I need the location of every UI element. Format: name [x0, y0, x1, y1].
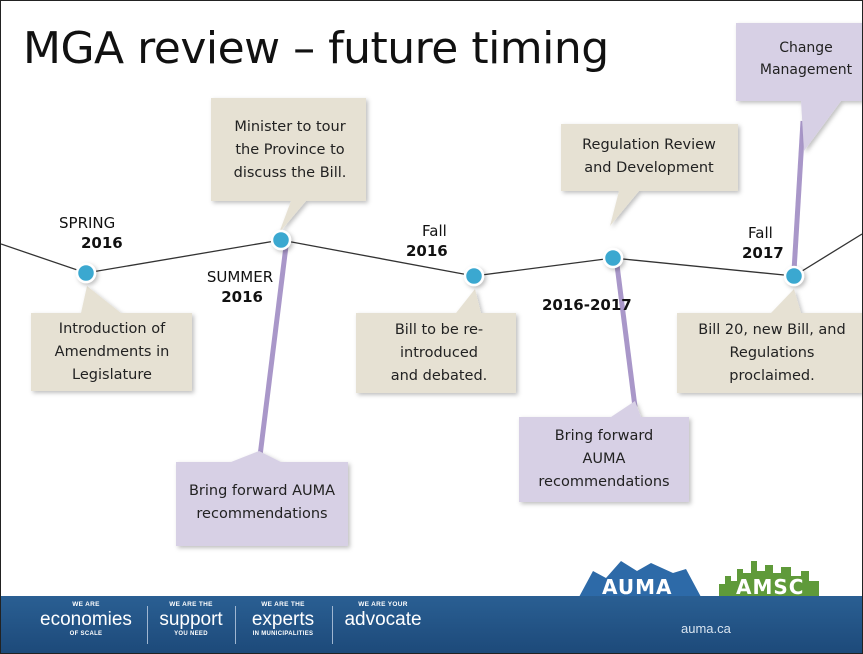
- milestone-season: SUMMER: [206, 268, 274, 286]
- milestone-label-summer-2016: SUMMER 2016: [195, 267, 285, 307]
- callout-bill-20: Bill 20, new Bill, and Regulations procl…: [698, 321, 846, 384]
- footer-item-main: economies: [40, 609, 132, 630]
- callout-shape-bill-20: [677, 289, 862, 393]
- footer-separator: [235, 606, 236, 644]
- milestone-year: 2016: [221, 288, 263, 306]
- footer-item-economies: WE ARE economies OF SCALE: [31, 600, 141, 638]
- footer-banner: WE ARE economies OF SCALE WE ARE THE sup…: [1, 596, 862, 653]
- footer-item-top: WE ARE THE: [169, 601, 213, 608]
- milestone-label-fall-2016: Fall 2016: [406, 221, 466, 261]
- milestone-dot-2016-2017: [602, 247, 624, 269]
- connector-line-2016-2017: [614, 264, 638, 408]
- milestone-year: 2016: [81, 234, 123, 252]
- callout-shape-minister: [211, 98, 366, 233]
- footer-item-advocate: WE ARE YOUR advocate: [337, 600, 429, 630]
- callout-bring-forward-1: Bring forward AUMA recommendations: [188, 483, 336, 522]
- auma-logo: AUMA: [602, 575, 672, 599]
- milestone-season: SPRING: [59, 214, 116, 232]
- callout-minister-tour: Minister to tour the Province to discuss…: [233, 118, 347, 181]
- footer-item-top: WE ARE YOUR: [358, 601, 408, 608]
- milestone-dot-spring-2016: [75, 262, 97, 284]
- connector-line-summer: [256, 245, 289, 465]
- milestone-year: 2017: [742, 244, 784, 262]
- footer-item-bottom: OF SCALE: [69, 631, 103, 637]
- milestone-dot-fall-2016: [463, 265, 485, 287]
- callout-shape-introduction: [31, 286, 192, 391]
- footer-item-main: support: [159, 609, 223, 630]
- amsc-logo-skyline: [719, 561, 819, 597]
- callout-shape-bring-forward-2: [519, 401, 689, 502]
- footer-item-main: advocate: [344, 609, 422, 630]
- callout-shape-bring-forward-1: [176, 451, 348, 546]
- footer-item-bottom: IN MUNICIPALITIES: [252, 631, 314, 637]
- footer-item-experts: WE ARE THE experts IN MUNICIPALITIES: [239, 600, 327, 638]
- milestone-season: Fall: [422, 222, 447, 240]
- footer-separator: [147, 606, 148, 644]
- footer-item-support: WE ARE THE support YOU NEED: [151, 600, 231, 638]
- callout-regulation-review: Regulation Review and Development: [582, 137, 716, 176]
- milestone-year: 2016: [406, 242, 448, 260]
- connector-line-fall-2017: [791, 120, 806, 272]
- callout-change-management: Change Management: [759, 40, 853, 78]
- milestone-label-2016-2017: 2016-2017: [542, 295, 632, 315]
- footer-item-bottom: YOU NEED: [174, 631, 208, 637]
- slide-title: MGA review – future timing: [23, 23, 609, 74]
- callout-bring-forward-2: Bring forward AUMA recommendations: [538, 427, 670, 490]
- footer-item-main: experts: [251, 609, 315, 630]
- footer-item-top: WE ARE THE: [261, 601, 305, 608]
- callout-shape-regulation: [561, 124, 738, 226]
- milestone-year: 2016-2017: [542, 296, 632, 314]
- callout-shape-bill-reintroduced: [356, 289, 516, 393]
- milestone-label-fall-2017: Fall 2017: [742, 223, 802, 263]
- callout-shape-change: [736, 23, 862, 151]
- milestone-dot-fall-2017: [783, 265, 805, 287]
- callout-introduction: Introduction of Amendments in Legislatur…: [54, 320, 170, 383]
- milestone-dot-summer-2016: [270, 229, 292, 251]
- callout-bill-reintroduced: Bill to be re-introduced and debated.: [390, 321, 488, 384]
- milestone-season: Fall: [748, 224, 773, 242]
- auma-logo-mountains: [579, 561, 701, 597]
- footer-separator: [332, 606, 333, 644]
- milestone-label-spring-2016: SPRING 2016: [59, 213, 139, 253]
- footer-item-top: WE ARE: [72, 601, 100, 608]
- website-link[interactable]: auma.ca: [681, 621, 731, 636]
- amsc-logo: AMSC: [736, 575, 804, 599]
